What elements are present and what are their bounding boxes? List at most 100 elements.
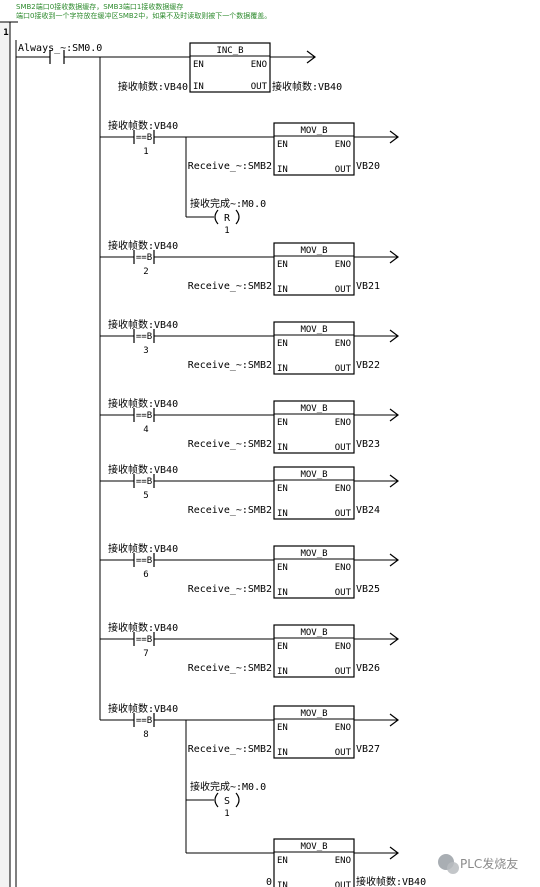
- rung-7-out-operand: VB26: [356, 663, 380, 674]
- rung-6-mov-b-eno-pin: ENO: [335, 563, 351, 573]
- inc-b-title: INC_B: [216, 46, 243, 56]
- rung-4-mov-b-out-pin: OUT: [335, 443, 352, 453]
- rung-6-mov-b-in-pin: IN: [277, 588, 288, 598]
- rung-2-mov-b-box[interactable]: [273, 242, 355, 296]
- rung-8-coil-type: S: [224, 796, 230, 807]
- rung-4-out-operand: VB23: [356, 439, 380, 450]
- right-arrow-icon: [389, 408, 399, 422]
- rung-8-mov-b-2-box[interactable]: [273, 838, 355, 887]
- rung-4-mov-b-title: MOV_B: [300, 404, 327, 414]
- rung-8-mov-b-en-pin: EN: [277, 723, 288, 733]
- rung-8-mov-b-2-title: MOV_B: [300, 842, 327, 852]
- right-arrow-icon: [389, 329, 399, 343]
- rung-4-contact-label: 接收帧数:VB40: [108, 397, 178, 410]
- network-comment: 端口0接收到一个字符放在缓冲区SMB2中，如果不及时读取则被下一个数据覆盖。: [16, 11, 271, 20]
- rung-8-coil-left[interactable]: [214, 792, 219, 808]
- rung-4-compare-constant: 4: [143, 425, 148, 435]
- rung-3-out-operand: VB22: [356, 360, 380, 371]
- rung-5-compare-op: ==B: [136, 477, 152, 487]
- rung-4-mov-b-box[interactable]: [273, 400, 355, 454]
- rung-4-mov-b-in-pin: IN: [277, 443, 288, 453]
- rung-8-coil-count: 1: [224, 809, 229, 819]
- rung-1-coil-left[interactable]: [214, 209, 219, 225]
- inc-b-in-operand: 接收帧数:VB40: [118, 80, 188, 93]
- right-arrow-icon: [389, 130, 399, 144]
- rung-3-mov-b-eno-pin: ENO: [335, 339, 351, 349]
- rung-3-contact-label: 接收帧数:VB40: [108, 318, 178, 331]
- network-comment: SMB2端口0接收数据缓存，SMB3端口1接收数据缓存: [16, 2, 183, 11]
- rung-8-out-operand: VB27: [356, 744, 380, 755]
- rung-1-coil-label: 接收完成~:M0.0: [190, 197, 266, 210]
- rung-8-extra-in-operand: 0: [266, 877, 272, 887]
- right-arrow-icon: [389, 553, 399, 567]
- rung-7-in-operand: Receive_~:SMB2: [188, 663, 272, 674]
- rung-1-coil-right[interactable]: [235, 209, 240, 225]
- rung-7-compare-constant: 7: [143, 649, 148, 659]
- rung-6-in-operand: Receive_~:SMB2: [188, 584, 272, 595]
- inc-b-box[interactable]: [189, 42, 271, 93]
- rung-6-mov-b-out-pin: OUT: [335, 588, 352, 598]
- right-arrow-icon: [389, 474, 399, 488]
- rung-5-compare-constant: 5: [143, 491, 148, 501]
- rung-1-mov-b-box[interactable]: [273, 122, 355, 176]
- rung-5-contact-label: 接收帧数:VB40: [108, 463, 178, 476]
- rung-5-mov-b-en-pin: EN: [277, 484, 288, 494]
- rung-8-mov-b-box[interactable]: [273, 705, 355, 759]
- rung-6-mov-b-en-pin: EN: [277, 563, 288, 573]
- rung-1-mov-b-eno-pin: ENO: [335, 140, 351, 150]
- rung-8-compare-constant: 8: [143, 730, 148, 740]
- inc-b-en-pin: EN: [193, 60, 204, 70]
- rung-8-in-operand: Receive_~:SMB2: [188, 744, 272, 755]
- rung-5-mov-b-out-pin: OUT: [335, 509, 352, 519]
- rung-3-mov-b-en-pin: EN: [277, 339, 288, 349]
- rung-6-mov-b-title: MOV_B: [300, 549, 327, 559]
- inc-b-out-operand: 接收帧数:VB40: [272, 80, 342, 93]
- rung-2-in-operand: Receive_~:SMB2: [188, 281, 272, 292]
- left-margin: [0, 22, 10, 887]
- rung-3-compare-constant: 3: [143, 346, 148, 356]
- rung-2-mov-b-eno-pin: ENO: [335, 260, 351, 270]
- right-arrow-icon: [389, 846, 399, 860]
- rung-1-in-operand: Receive_~:SMB2: [188, 161, 272, 172]
- rung-3-mov-b-box[interactable]: [273, 321, 355, 375]
- right-arrow-icon: [389, 250, 399, 264]
- rung-2-contact-label: 接收帧数:VB40: [108, 239, 178, 252]
- rung-8-coil-label: 接收完成~:M0.0: [190, 780, 266, 793]
- rung-6-out-operand: VB25: [356, 584, 380, 595]
- inc-b-eno-pin: ENO: [251, 60, 267, 70]
- rung-3-compare-op: ==B: [136, 332, 152, 342]
- rung-8-coil-right[interactable]: [235, 792, 240, 808]
- rung-5-mov-b-eno-pin: ENO: [335, 484, 351, 494]
- rung-1-coil-count: 1: [224, 226, 229, 236]
- rung-1-compare-constant: 1: [143, 147, 148, 157]
- rung-4-in-operand: Receive_~:SMB2: [188, 439, 272, 450]
- rung-3-in-operand: Receive_~:SMB2: [188, 360, 272, 371]
- rung-5-mov-b-box[interactable]: [273, 466, 355, 520]
- rung-8-mov-b-2-in-pin: IN: [277, 881, 288, 887]
- rung-1-compare-op: ==B: [136, 133, 152, 143]
- rung-1-mov-b-in-pin: IN: [277, 165, 288, 175]
- rung-7-mov-b-out-pin: OUT: [335, 667, 352, 677]
- rung-5-in-operand: Receive_~:SMB2: [188, 505, 272, 516]
- rung-3-mov-b-out-pin: OUT: [335, 364, 352, 374]
- rung-4-mov-b-eno-pin: ENO: [335, 418, 351, 428]
- rung-4-compare-op: ==B: [136, 411, 152, 421]
- rung-7-contact-label: 接收帧数:VB40: [108, 621, 178, 634]
- rung-6-contact-label: 接收帧数:VB40: [108, 542, 178, 555]
- rung-1-mov-b-en-pin: EN: [277, 140, 288, 150]
- rung-1-out-operand: VB20: [356, 161, 380, 172]
- right-arrow-icon: [389, 713, 399, 727]
- rung-5-mov-b-title: MOV_B: [300, 470, 327, 480]
- rung-2-compare-constant: 2: [143, 267, 148, 277]
- rung-7-mov-b-box[interactable]: [273, 624, 355, 678]
- rung-2-compare-op: ==B: [136, 253, 152, 263]
- rung-2-mov-b-in-pin: IN: [277, 285, 288, 295]
- rung-4-mov-b-en-pin: EN: [277, 418, 288, 428]
- rung-7-mov-b-en-pin: EN: [277, 642, 288, 652]
- rung-8-mov-b-eno-pin: ENO: [335, 723, 351, 733]
- rung-8-mov-b-title: MOV_B: [300, 709, 327, 719]
- rung-6-mov-b-box[interactable]: [273, 545, 355, 599]
- rung-2-mov-b-en-pin: EN: [277, 260, 288, 270]
